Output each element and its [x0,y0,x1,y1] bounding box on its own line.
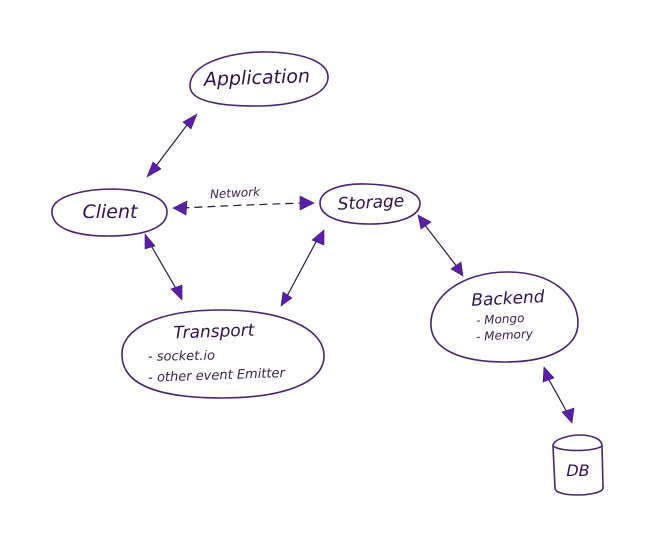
node-db: DB [552,434,604,496]
edge-label-network: Network [210,185,262,202]
arrowhead-transport-right [280,291,293,307]
node-client: Client [51,188,168,237]
edge-client-storage: Network [172,185,315,216]
edge-backend-db [542,366,575,424]
arrowhead-backend-bottom [542,366,555,383]
node-transport-item-1: - socket.io [148,349,215,365]
arrowhead-storage-side [299,195,315,211]
arrowhead-db-top [561,407,575,424]
arrowhead-transport-top [170,284,183,301]
arrowhead-storage-bottom [311,229,325,246]
edge-client-transport [144,233,183,301]
node-db-title: DB [566,461,589,480]
edge-storage-backend [417,214,464,277]
node-application: Application [189,51,329,107]
node-backend-item-2: - Memory [476,327,534,344]
node-application-title: Application [201,65,310,91]
node-backend-title: Backend [471,287,545,311]
arrowhead-client-top [144,233,156,250]
node-storage-title: Storage [337,191,404,214]
node-backend: Backend - Mongo - Memory [430,271,579,363]
node-transport: Transport - socket.io - other event Emit… [121,309,325,399]
node-client-title: Client [82,201,139,223]
node-transport-title: Transport [173,321,256,344]
arrowhead-application-end [182,113,198,130]
edge-storage-transport [280,229,325,307]
arrowhead-client-side [172,200,188,216]
edge-application-client [146,113,198,178]
arrowhead-backend-top [450,261,464,277]
node-backend-item-1: - Mongo [476,311,525,328]
arrowhead-storage-lower-right [417,214,432,230]
node-transport-item-2: - other event Emitter [148,366,287,386]
arrowhead-client-end [146,161,162,178]
db-cylinder-rim [552,445,603,452]
node-storage: Storage [319,183,421,225]
